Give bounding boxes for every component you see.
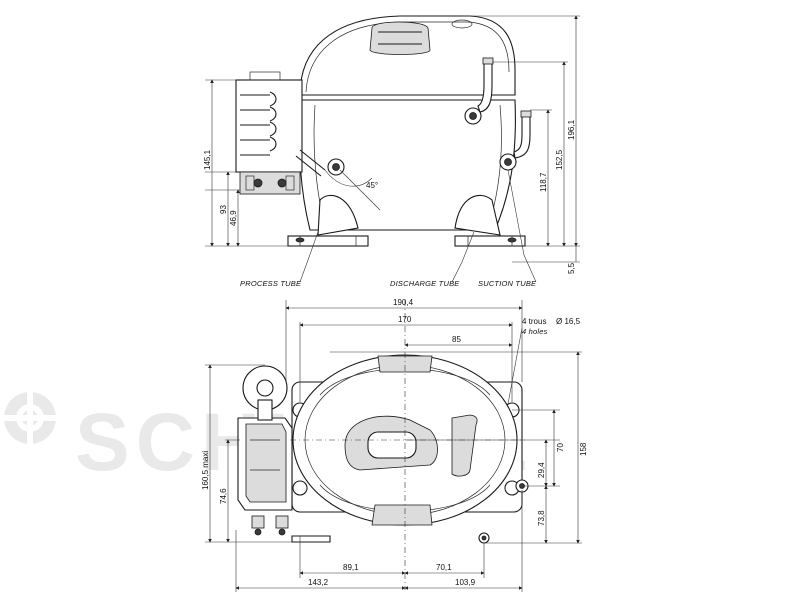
dim-89-1: 89,1 [343, 563, 359, 572]
suction-tube-label: SUCTION TUBE [478, 279, 537, 288]
holes-label-fr: 4 trous [522, 317, 546, 326]
dim-143-2: 143,2 [308, 578, 329, 587]
discharge-tube-label: DISCHARGE TUBE [390, 279, 460, 288]
dim-70: 70 [556, 443, 565, 452]
holes-label-en: 4 holes [522, 327, 548, 336]
dim-152-5: 152,5 [555, 149, 564, 170]
holes-diameter: Ø 16,5 [556, 317, 581, 326]
tube-labels: PROCESS TUBE DISCHARGE TUBE SUCTION TUBE [240, 279, 537, 288]
dim-118-7: 118,7 [539, 172, 548, 192]
dim-158: 158 [579, 442, 588, 456]
dim-85: 85 [452, 335, 461, 344]
plan-view [237, 300, 529, 590]
dim-170: 170 [398, 315, 412, 324]
dim-73-8: 73,8 [537, 510, 546, 526]
dim-145-1: 145,1 [203, 149, 212, 170]
plan-view-dimensions: 190,4 170 85 4 trous Ø 16,5 4 holes 158 … [201, 298, 588, 592]
angle-label: 45° [366, 181, 378, 190]
dim-190-4: 190,4 [393, 298, 414, 307]
dim-93: 93 [219, 205, 228, 214]
watermark-logo-icon [0, 388, 60, 448]
process-tube-label: PROCESS TUBE [240, 279, 302, 288]
dim-196-1: 196,1 [567, 119, 576, 140]
side-view-dimensions: 145,1 93 46,9 196,1 152,5 118,7 5,5 [203, 15, 580, 274]
dim-5-5: 5,5 [567, 262, 576, 274]
dim-160-5: 160,5 maxi [201, 451, 210, 490]
dim-103-9: 103,9 [455, 578, 476, 587]
side-elevation-view: 45° [235, 15, 537, 283]
dim-46-9: 46,9 [229, 210, 238, 226]
dim-70-1: 70,1 [436, 563, 452, 572]
dim-74-6: 74,6 [219, 488, 228, 504]
dim-29-4: 29,4 [537, 462, 546, 478]
